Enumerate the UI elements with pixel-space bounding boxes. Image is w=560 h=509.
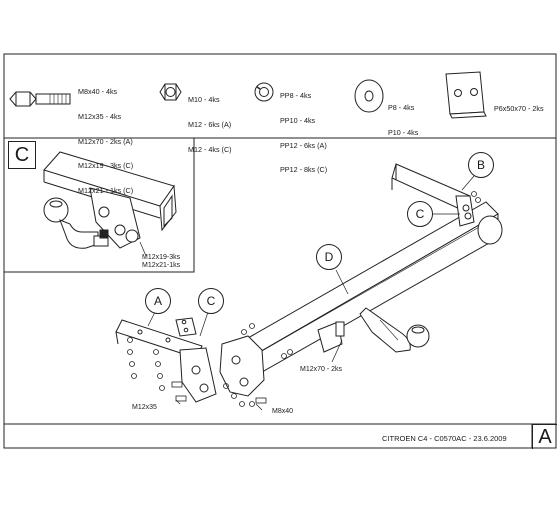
nut-icon	[159, 83, 182, 101]
bolt-spec-line: M8x40 - 4ks	[78, 87, 118, 97]
nut-spec-line: M12 - 6ks (A)	[188, 120, 232, 130]
washer-spec-line: P10 - 4ks	[388, 128, 419, 138]
label-m8x40: M8x40	[272, 408, 294, 415]
inset-bolts-note: M12x19-3ks M12x21-1ks	[142, 254, 180, 270]
label-m12x70: M12x70 - 2ks	[300, 366, 343, 373]
bolt-spec-line: M12x70 - 2ks (A)	[78, 136, 133, 146]
lockwasher-spec-line: PP8 - 4ks	[280, 91, 312, 101]
left-plate	[175, 317, 197, 337]
callout-a: A	[145, 288, 171, 314]
callout-b: B	[468, 152, 494, 178]
lockwasher-spec-line: PP12 - 6ks (A)	[280, 140, 327, 150]
lockwasher-spec-line: PP10 - 4ks	[280, 116, 316, 126]
callout-c-top: C	[407, 201, 433, 227]
callout-d: D	[316, 244, 342, 270]
loose-hardware	[127, 191, 481, 407]
leader-lines	[147, 175, 475, 411]
drawing-title-block: CITROEN C4 - C0570AC - 23.6.2009	[382, 434, 507, 443]
nut-spec-list: M10 - 4ks M12 - 6ks (A) M12 - 4ks (C)	[188, 80, 232, 162]
plate-spec-line: P6x50x70 - 2ks	[494, 104, 544, 114]
crossbar-end-plate	[219, 335, 265, 397]
plate-spec-list: P6x50x70 - 2ks	[494, 89, 544, 122]
main-tow-ball	[359, 307, 430, 353]
bolt-spec-line: M12x21 - 1ks (C)	[78, 185, 134, 195]
bolt-icon	[9, 91, 71, 107]
spacer-plate-icon	[445, 71, 487, 119]
bolt-spec-line: M12x35 - 4ks	[78, 112, 122, 122]
inset-note-leader	[139, 241, 147, 257]
main-crossbar	[233, 201, 499, 381]
nut-spec-line: M10 - 4ks	[188, 95, 220, 105]
washer-spec-list: P8 - 4ks P10 - 4ks	[388, 88, 418, 145]
lockwasher-spec-line: PP12 - 8ks (C)	[280, 165, 328, 175]
inset-crossbar-tube	[43, 151, 177, 232]
washer-spec-line: P8 - 4ks	[388, 103, 415, 113]
inset-mounting-bracket	[89, 187, 141, 249]
right-bracket	[391, 163, 503, 245]
inset-tow-ball	[43, 197, 109, 249]
flat-washer-icon	[354, 79, 384, 113]
nut-spec-line: M12 - 4ks (C)	[188, 144, 232, 154]
bolt-spec-list: M8x40 - 4ks M12x35 - 4ks M12x70 - 2ks (A…	[78, 72, 133, 203]
left-bracket	[115, 319, 217, 403]
inset-letter-box: C	[8, 141, 36, 169]
inset-frame	[3, 137, 195, 273]
lock-washer-icon	[254, 82, 274, 102]
label-m12x35: M12x35	[132, 404, 157, 411]
bolt-spec-line: M12x19 - 3ks (C)	[78, 161, 134, 171]
inset-bolt-line: M12x21-1ks	[142, 262, 181, 269]
sheet-letter-box: A	[532, 424, 557, 449]
callout-c-left: C	[198, 288, 224, 314]
inset-bolt-line: M12x19-3ks	[142, 254, 181, 261]
lockwasher-spec-list: PP8 - 4ks PP10 - 4ks PP12 - 6ks (A) PP12…	[280, 76, 327, 183]
socket-bracket	[317, 321, 345, 353]
